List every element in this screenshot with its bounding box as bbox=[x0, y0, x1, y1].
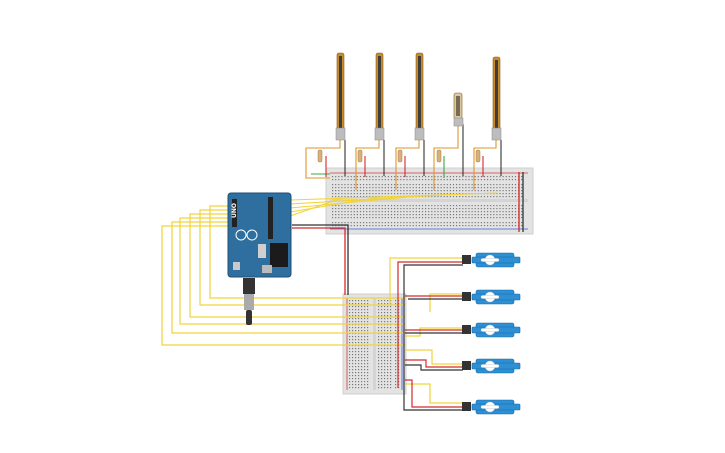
servo-motor[interactable] bbox=[462, 358, 521, 374]
arduino-uno-board[interactable]: UNO bbox=[227, 192, 292, 325]
flex-sensor[interactable] bbox=[414, 52, 425, 141]
signal-wires-left bbox=[161, 205, 405, 346]
sensor-wires bbox=[305, 124, 502, 190]
sensor-signal-wires bbox=[289, 192, 498, 217]
resistors bbox=[317, 149, 481, 163]
servo-motor[interactable] bbox=[462, 399, 521, 415]
flex-sensor[interactable] bbox=[335, 52, 346, 141]
servo-breadboard[interactable] bbox=[342, 293, 407, 395]
power-wires bbox=[292, 172, 524, 295]
board-label: UNO bbox=[231, 203, 238, 218]
flex-sensor-short[interactable] bbox=[453, 92, 464, 127]
flex-sensor[interactable] bbox=[374, 52, 385, 141]
servo-motor[interactable] bbox=[462, 252, 521, 268]
servo-wires bbox=[389, 257, 463, 411]
servo-motor[interactable] bbox=[462, 322, 521, 338]
flex-sensor[interactable] bbox=[491, 56, 502, 141]
servo-motor[interactable] bbox=[462, 289, 521, 305]
flex-sensors bbox=[335, 52, 502, 141]
servo-motors bbox=[462, 252, 521, 415]
